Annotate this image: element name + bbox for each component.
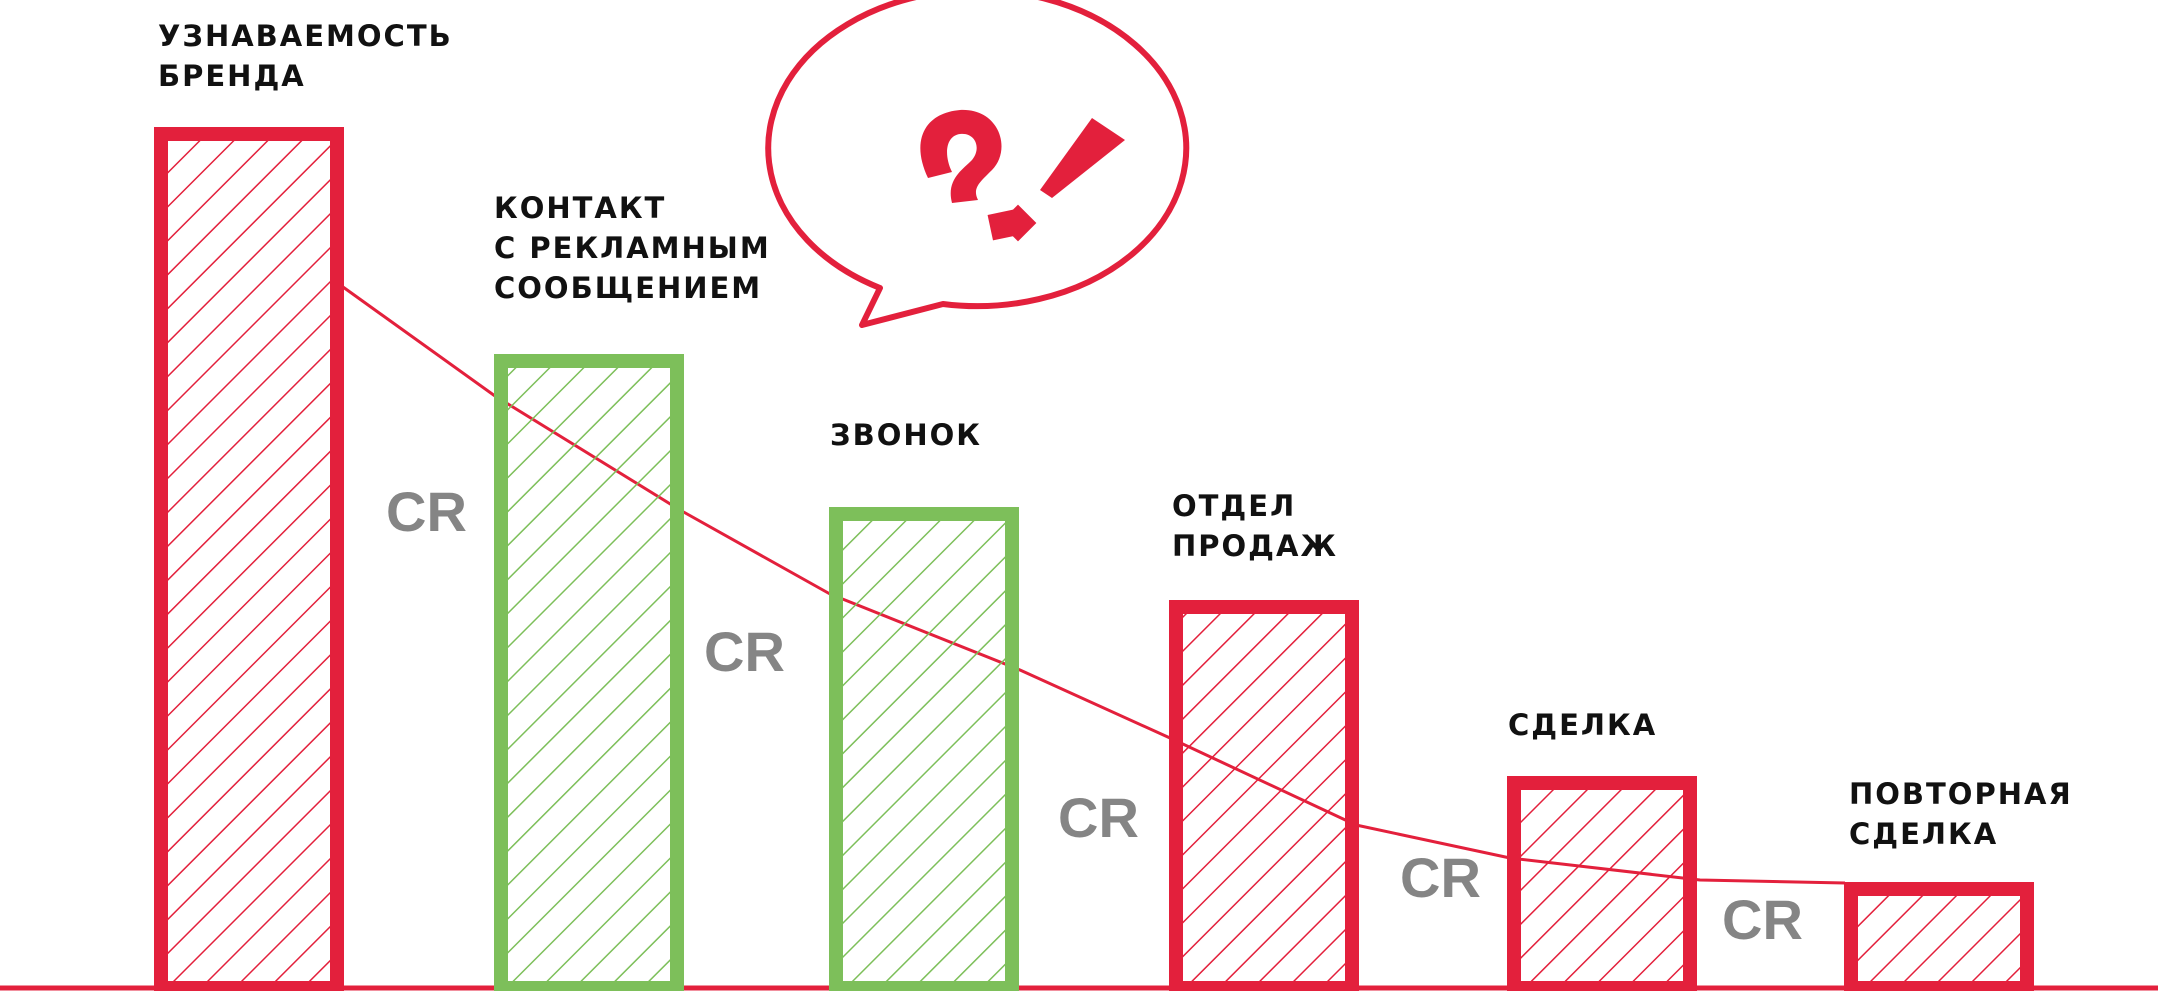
stage-bar-sales-department [1169, 600, 1359, 991]
stage-bar-ad-contact [494, 354, 684, 991]
stage-label-ad-contact: КОНТАКТ С РЕКЛАМНЫМ СООБЩЕНИЕМ [494, 191, 771, 305]
speech-bubble [765, 0, 1190, 328]
question-exclamation-icon [920, 109, 1125, 242]
conversion-rate-label: CR [704, 620, 785, 683]
stage-label-repeat-deal: ПОВТОРНАЯ СДЕЛКА [1849, 777, 2073, 851]
conversion-rate-label: CR [1722, 888, 1803, 951]
conversion-rate-label: CR [1400, 846, 1481, 909]
stage-label-brand-awareness: УЗНАВАЕМОСТЬ БРЕНДА [158, 19, 453, 93]
stage-label-call: ЗВОНОК [830, 418, 982, 452]
stage-bar-repeat-deal [1844, 882, 2034, 991]
stage-label-deal: СДЕЛКА [1508, 708, 1658, 742]
conversion-rate-label: CR [386, 480, 467, 543]
conversion-rate-label: CR [1058, 786, 1139, 849]
stage-bar-brand-awareness [154, 127, 344, 991]
stage-bar-deal [1507, 776, 1697, 991]
stage-label-sales-department: ОТДЕЛ ПРОДАЖ [1172, 489, 1338, 563]
stage-bar-call [829, 507, 1019, 991]
